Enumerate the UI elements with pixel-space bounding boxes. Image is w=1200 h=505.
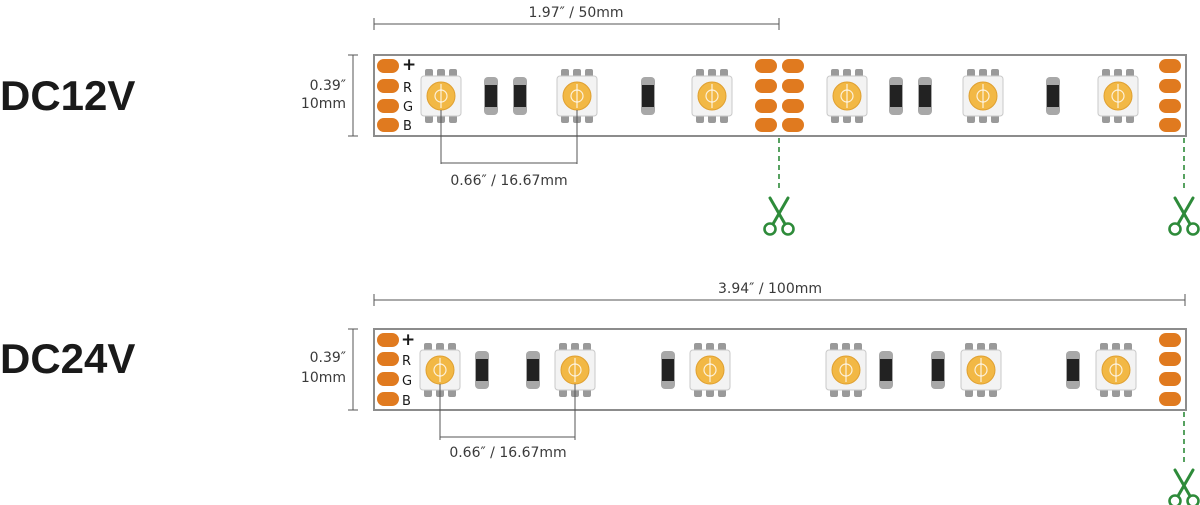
pitch-label: 0.66″ / 16.67mm — [449, 445, 566, 461]
pitch-dimension: 0.66″ / 16.67mm — [439, 384, 576, 461]
resistor — [918, 77, 932, 115]
cut-marks — [763, 138, 1200, 236]
pin-label-r: R — [402, 354, 411, 369]
solder-pad — [1159, 333, 1181, 347]
solder-pad — [1159, 59, 1181, 73]
solder-pad — [377, 118, 399, 132]
resistor — [931, 351, 945, 389]
resistor — [513, 77, 527, 115]
pin-label-b: B — [403, 119, 412, 134]
width-label-mm: 10mm — [301, 370, 346, 386]
led-chip — [1097, 69, 1139, 123]
pin-label-plus: + — [402, 55, 416, 75]
resistor — [661, 351, 675, 389]
solder-pad — [755, 79, 777, 93]
solder-pad — [1159, 118, 1181, 132]
solder-pad — [1159, 99, 1181, 113]
led-chip — [556, 69, 598, 123]
resistors — [484, 77, 1060, 115]
segment-dimension: 3.94″ / 100mm — [373, 281, 1186, 306]
pin-label-g: G — [403, 100, 413, 115]
scissors-icon — [1168, 196, 1200, 236]
solder-pad — [377, 59, 399, 73]
solder-pad — [377, 372, 399, 386]
pin-label-plus: + — [401, 330, 415, 350]
solder-pads — [377, 333, 1181, 406]
resistor — [1066, 351, 1080, 389]
led-chip — [419, 343, 461, 397]
solder-pad — [755, 59, 777, 73]
solder-pad — [1159, 79, 1181, 93]
resistor — [1046, 77, 1060, 115]
solder-pad — [377, 352, 399, 366]
width-label-mm: 10mm — [301, 96, 346, 112]
width-label-inch: 0.39″ — [310, 350, 346, 366]
segment-label: 3.94″ / 100mm — [718, 281, 822, 297]
resistor — [526, 351, 540, 389]
led-chip — [689, 343, 731, 397]
resistor — [641, 77, 655, 115]
led-chip — [826, 69, 868, 123]
resistor — [484, 77, 498, 115]
scissors-icon — [763, 196, 795, 236]
pin-labels: + R G B — [402, 55, 416, 134]
resistor — [879, 351, 893, 389]
led-chips — [420, 69, 1139, 123]
solder-pad — [755, 118, 777, 132]
segment-label: 1.97″ / 50mm — [528, 5, 623, 21]
solder-pad — [782, 79, 804, 93]
voltage-label: DC12V — [0, 72, 135, 119]
led-chip — [825, 343, 867, 397]
led-chips — [419, 343, 1137, 397]
solder-pad — [782, 59, 804, 73]
pitch-label: 0.66″ / 16.67mm — [450, 173, 567, 189]
solder-pad — [782, 99, 804, 113]
width-label-inch: 0.39″ — [310, 78, 346, 94]
strip-body — [373, 328, 1187, 411]
pitch-dimension: 0.66″ / 16.67mm — [440, 110, 578, 189]
solder-pad — [1159, 352, 1181, 366]
solder-pad — [377, 333, 399, 347]
pin-label-r: R — [403, 81, 412, 96]
solder-pad — [755, 99, 777, 113]
solder-pad — [1159, 372, 1181, 386]
solder-pad — [377, 392, 399, 406]
strip-dc24v: DC24V 0.39″ 10mm 3.94″ / 100mm + R G B — [0, 281, 1200, 505]
scissors-icon — [1168, 468, 1200, 505]
voltage-label: DC24V — [0, 335, 135, 382]
pin-labels: + R G B — [401, 330, 415, 409]
resistor — [889, 77, 903, 115]
led-chip — [1095, 343, 1137, 397]
segment-dimension: 1.97″ / 50mm — [373, 5, 780, 30]
resistor — [475, 351, 489, 389]
solder-pad — [782, 118, 804, 132]
solder-pads — [377, 59, 1181, 132]
strip-dc12v: DC12V 0.39″ 10mm 1.97″ / 50mm + R G B — [0, 5, 1200, 236]
width-dimension: 0.39″ 10mm — [301, 54, 358, 137]
pin-label-g: G — [402, 374, 412, 389]
led-chip — [691, 69, 733, 123]
solder-pad — [1159, 392, 1181, 406]
solder-pad — [377, 99, 399, 113]
resistors — [475, 351, 1080, 389]
led-chip — [962, 69, 1004, 123]
pin-label-b: B — [402, 394, 411, 409]
width-dimension: 0.39″ 10mm — [301, 328, 358, 411]
led-chip — [960, 343, 1002, 397]
cut-marks — [1168, 412, 1200, 505]
solder-pad — [377, 79, 399, 93]
